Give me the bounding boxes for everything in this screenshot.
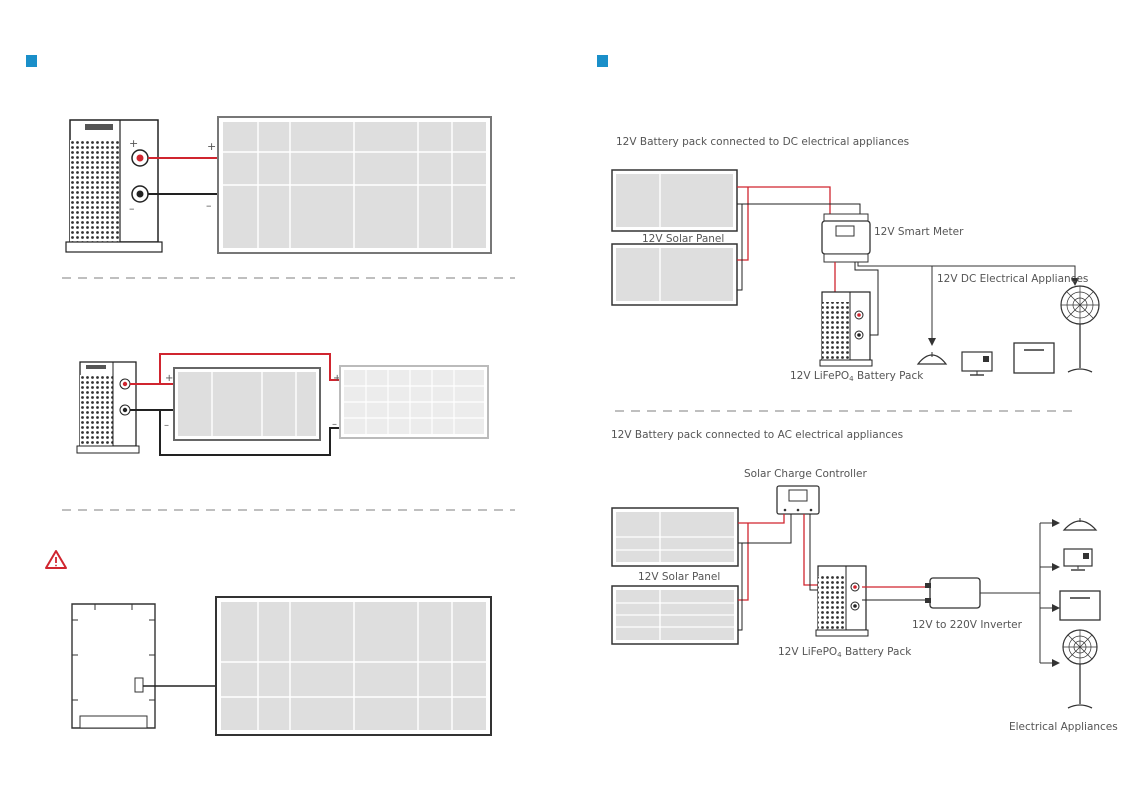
series-positive-wire <box>159 353 342 384</box>
ac-appliances-label: Electrical Appliances <box>1009 721 1118 733</box>
ac-negative-wire <box>738 514 792 544</box>
panel-a-plus-sign: + <box>165 373 173 384</box>
battery-minus-sign: – <box>129 202 135 215</box>
ac-positive-wire <box>738 523 749 601</box>
section-marker-icon <box>26 55 37 67</box>
dc-solar-panel-label: 12V Solar Panel <box>642 233 724 245</box>
solar-panel-icon <box>339 365 489 439</box>
warning-triangle-icon <box>45 550 67 569</box>
panel-a-minus-sign: – <box>164 420 169 431</box>
battery-pack-icon <box>65 119 163 253</box>
monitor-icon <box>1063 548 1093 571</box>
dc-appliances-label: 12V DC Electrical Appliances <box>937 273 1088 285</box>
battery-pack-icon <box>71 603 156 729</box>
dc-caption: 12V Battery pack connected to DC electri… <box>616 136 909 148</box>
inverter-icon <box>925 577 981 609</box>
dc-battery-label: 12V LiFePO4 Battery Pack <box>790 370 924 383</box>
lamp-icon <box>916 352 948 365</box>
smart-meter-label: 12V Smart Meter <box>874 226 964 238</box>
fan-icon <box>1062 629 1098 709</box>
series-negative-wire <box>159 410 342 456</box>
solar-panel-icon <box>611 507 739 567</box>
dc-negative-wire <box>737 204 743 291</box>
ac-negative-wire <box>738 543 743 631</box>
fridge-icon <box>1059 590 1101 621</box>
solar-panel-icon <box>611 169 738 232</box>
dc-positive-wire <box>737 187 749 261</box>
panel-b-plus-sign: + <box>333 373 341 384</box>
battery-pack-icon <box>815 565 869 637</box>
monitor-icon <box>961 351 993 376</box>
solar-panel-icon <box>215 596 492 736</box>
panel-minus-sign: – <box>206 199 212 212</box>
solar-panel-icon <box>217 116 492 254</box>
diagram-battery-to-panel: + – + – <box>65 116 492 254</box>
diagram-battery-outline <box>71 596 492 736</box>
battery-plus-sign: + <box>129 137 138 150</box>
panel-plus-sign: + <box>207 140 216 153</box>
solar-panel-icon <box>173 367 321 441</box>
ac-battery-label: 12V LiFePO4 Battery Pack <box>778 646 912 659</box>
battery-pack-icon <box>819 291 873 367</box>
panel-b-minus-sign: – <box>332 419 337 430</box>
smart-meter-icon <box>821 213 871 263</box>
inverter-label: 12V to 220V Inverter <box>912 619 1023 631</box>
battery-pack-icon <box>76 361 140 454</box>
charge-controller-icon <box>776 485 820 515</box>
lamp-icon <box>1062 518 1098 531</box>
controller-label: Solar Charge Controller <box>744 468 867 480</box>
ac-solar-panel-label: 12V Solar Panel <box>638 571 720 583</box>
fridge-icon <box>1013 342 1055 374</box>
dc-load-wire <box>857 262 1079 286</box>
section-marker-icon <box>597 55 608 67</box>
ac-positive-wire <box>738 514 785 524</box>
solar-panel-icon <box>611 585 739 645</box>
ac-caption: 12V Battery pack connected to AC electri… <box>611 429 903 441</box>
dc-positive-wire <box>737 186 831 214</box>
dc-negative-wire <box>737 203 861 214</box>
diagram-panels-in-series: + – + – <box>76 353 489 456</box>
fan-icon <box>1060 285 1100 373</box>
solar-panel-icon <box>611 243 738 306</box>
dc-negative-wire <box>854 262 879 336</box>
